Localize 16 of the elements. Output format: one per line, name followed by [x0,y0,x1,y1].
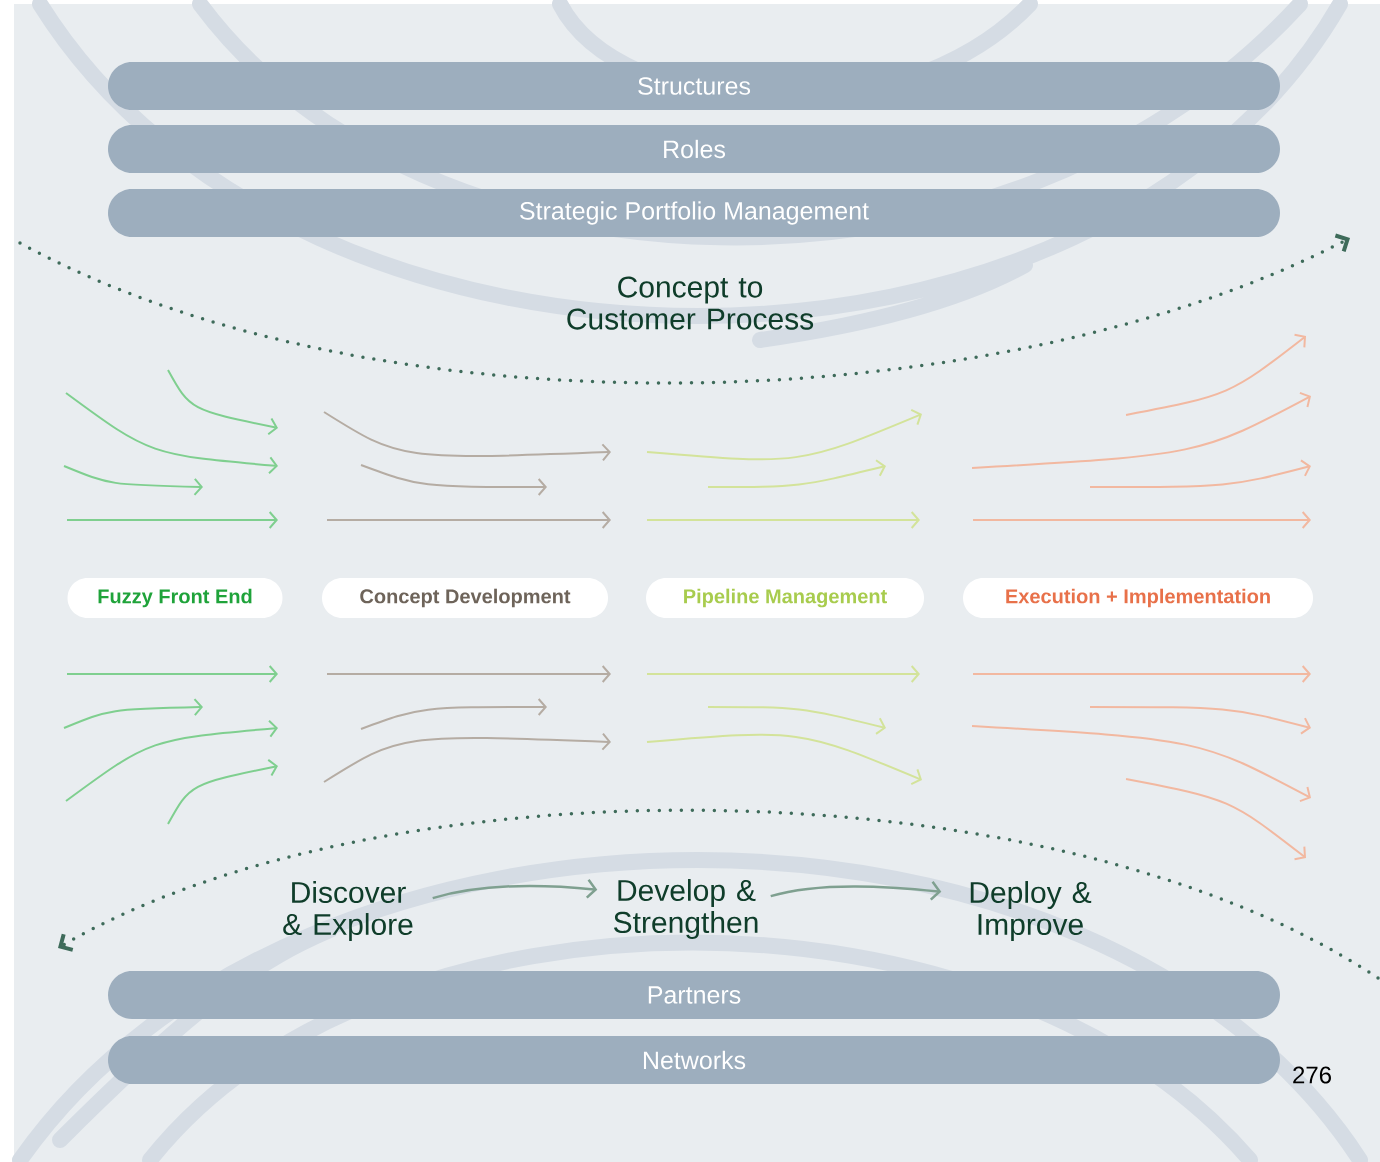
banner-bar: Networks [108,1036,1280,1084]
stage-pill: Pipeline Management [646,578,924,618]
banner-bar: Structures [108,62,1280,110]
stage-text: Discover & Explore [283,881,413,941]
arrow [432,879,598,900]
page-number: 276 [1293,1066,1331,1084]
stage-pill: Execution + Implementation [963,578,1313,618]
banner-bar: Roles [108,125,1280,173]
stage-text: Deploy & Improve [970,881,1092,941]
arrow [770,881,942,901]
stage-text: Develop & Strengthen [614,879,758,939]
banner-bar: Partners [108,971,1280,1019]
process-title: Concept to Customer Process [567,276,814,330]
banner-bar: Strategic Portfolio Management [108,189,1280,237]
stage-pill: Fuzzy Front End [67,578,283,618]
stage-pill: Concept Development [322,578,608,618]
